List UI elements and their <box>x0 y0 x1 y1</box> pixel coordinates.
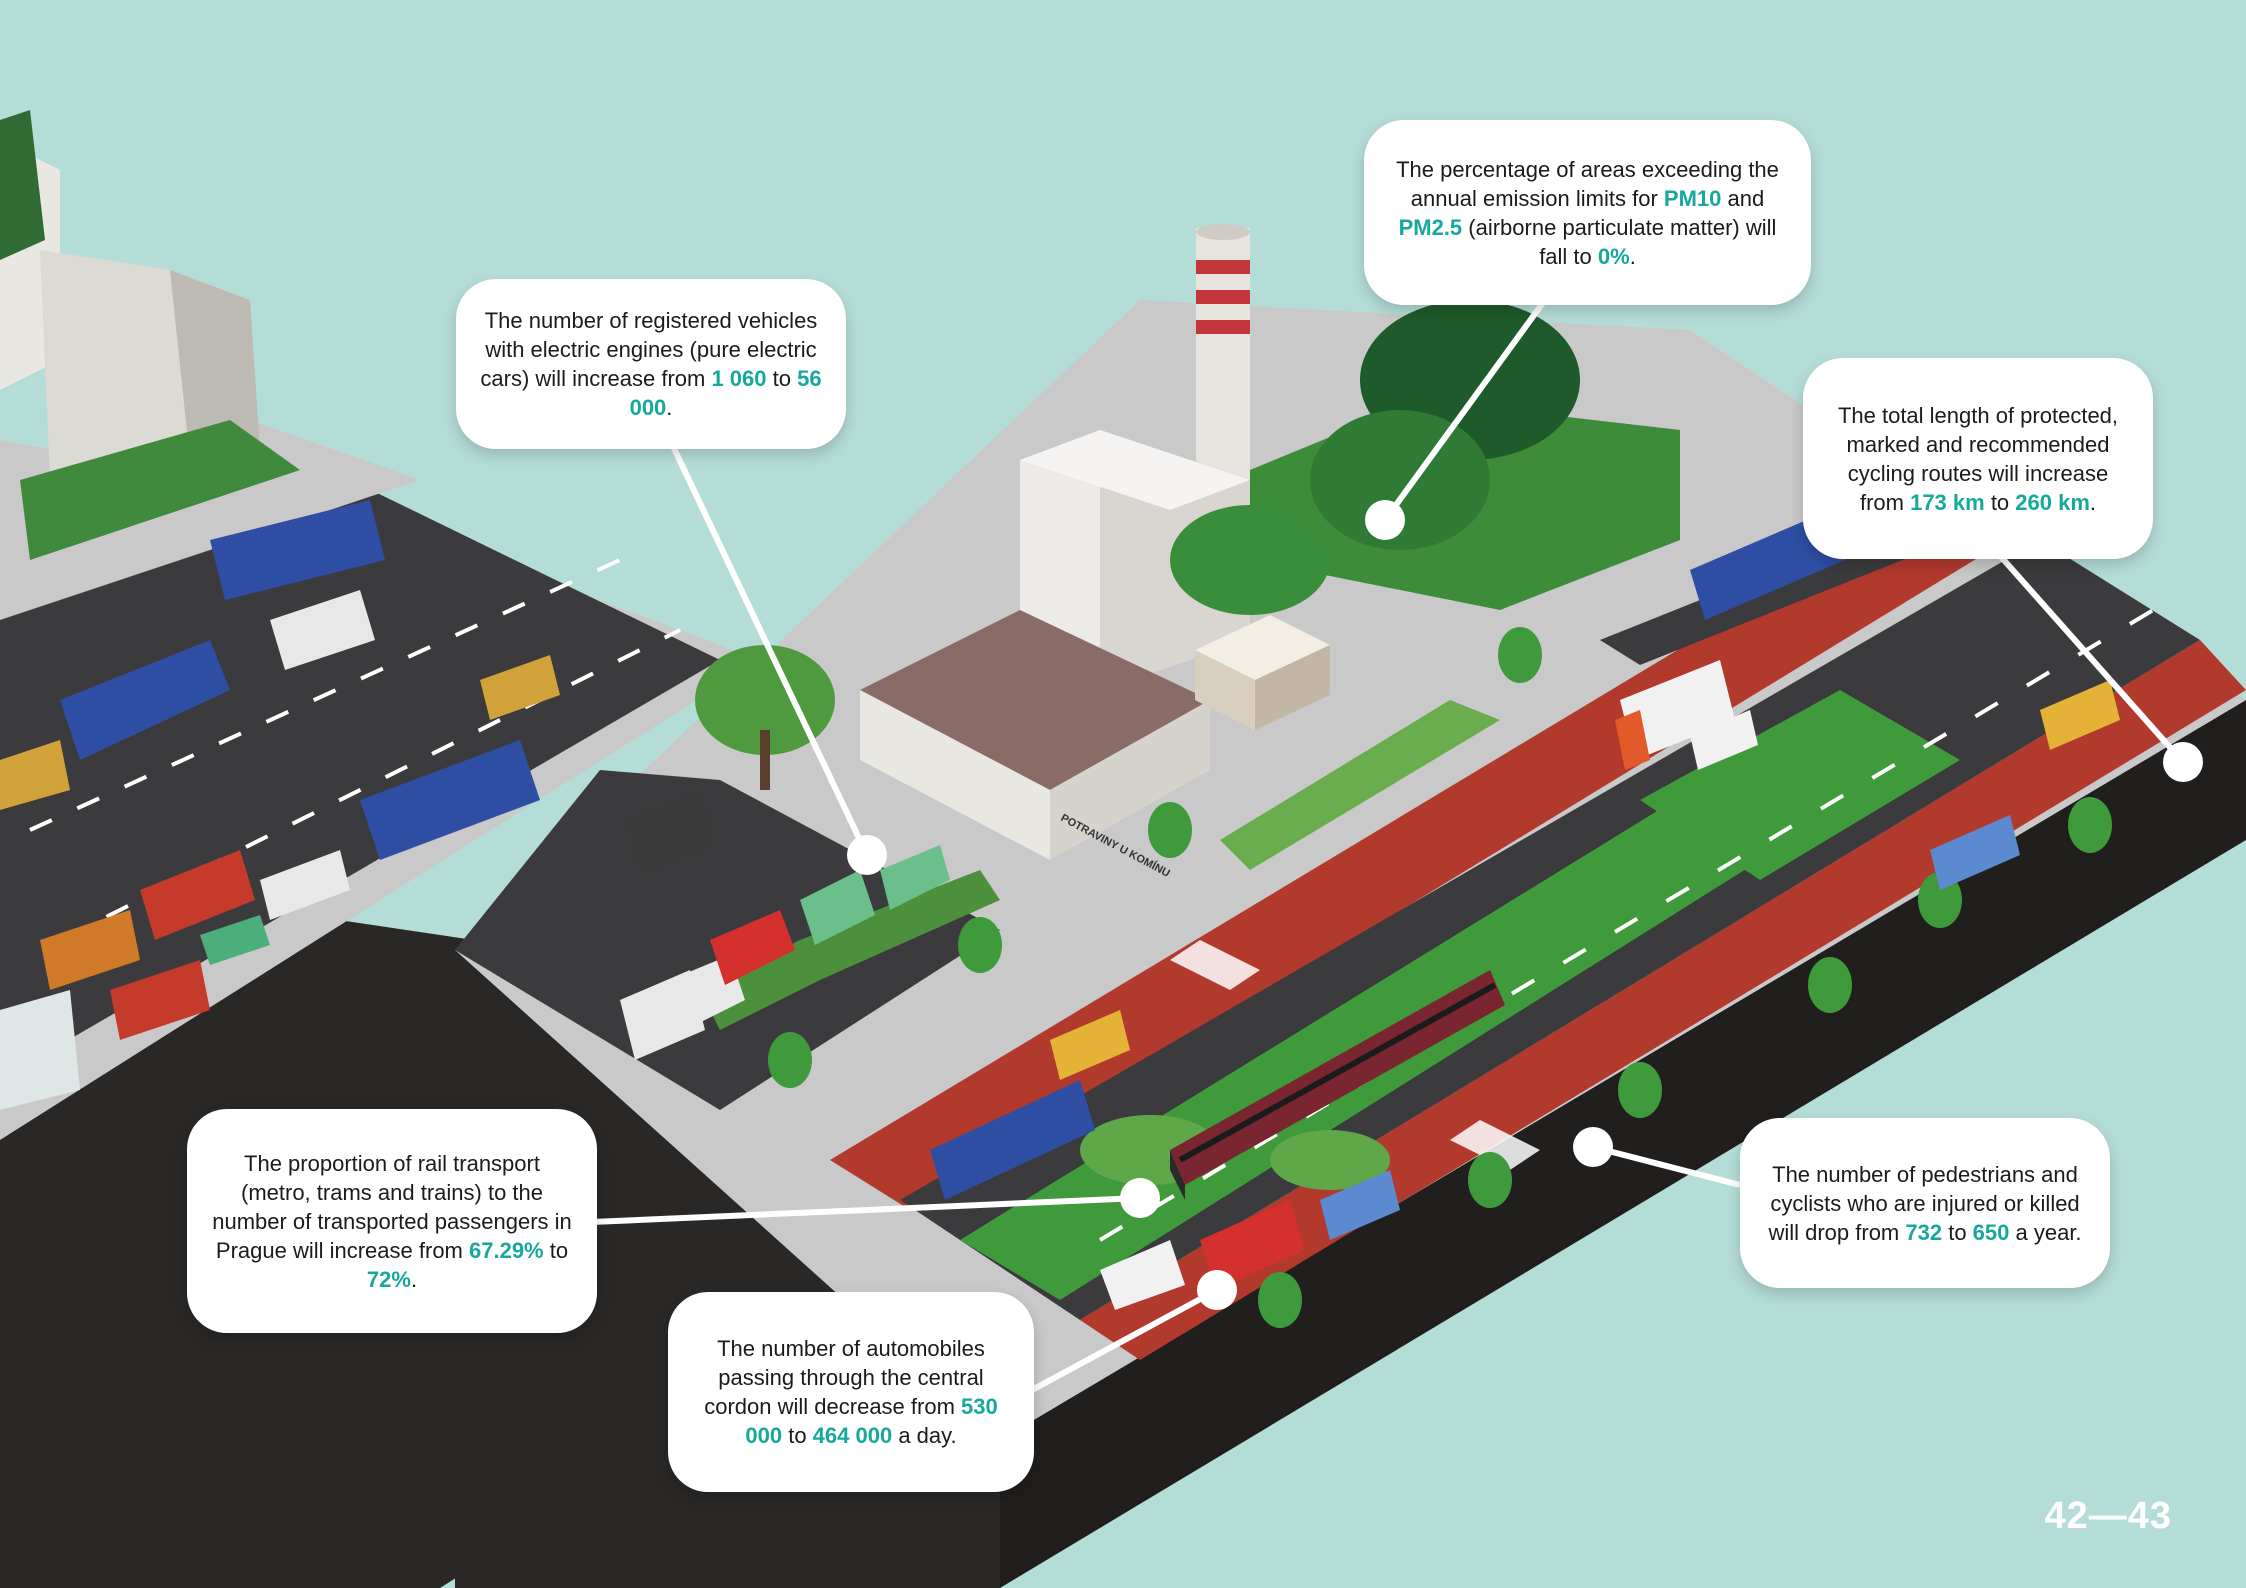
connector-lines <box>591 298 2203 1393</box>
rail-anchor-dot <box>1120 1178 1160 1218</box>
page-number: 42—43 <box>2044 1495 2172 1537</box>
cycling-to-value: 260 km <box>2015 489 2090 515</box>
rail-text: The proportion of rail transport (metro,… <box>212 1150 572 1263</box>
callout-injured-pedestrians: The number of pedestrians and cyclists w… <box>1740 1118 2110 1288</box>
callout-rail-transport: The proportion of rail transport (metro,… <box>187 1109 597 1333</box>
buildings: POTRAVINY U KOMÍNU <box>860 224 1330 880</box>
cars-text: The number of automobiles passing throug… <box>704 1336 985 1419</box>
pm-text-2: (airborne particulate matter) will fall … <box>1462 214 1777 269</box>
callout-automobiles-cordon: The number of automobiles passing throug… <box>668 1292 1034 1492</box>
cycling-anchor-dot <box>2163 742 2203 782</box>
cars-text-end: a day. <box>892 1423 957 1448</box>
cars-text-to: to <box>782 1423 813 1448</box>
cycling-from-value: 173 km <box>1910 489 1985 515</box>
pm25-label: PM2.5 <box>1398 214 1463 240</box>
ev-from-value: 1 060 <box>711 366 767 391</box>
rail-from-value: 67.29% <box>469 1237 544 1263</box>
ev-anchor-dot <box>847 835 887 875</box>
pm-target-value: 0% <box>1597 243 1630 269</box>
ev-text-to: to <box>766 366 798 391</box>
injured-from-value: 732 <box>1905 1219 1943 1245</box>
cycling-text-end: . <box>2089 489 2097 515</box>
ev-text-end: . <box>666 395 673 420</box>
injured-text: The number of pedestrians and cyclists w… <box>1768 1161 2080 1245</box>
pm-text: The percentage of areas exceeding the an… <box>1396 156 1779 211</box>
ev-to-value: 56 000 <box>629 366 822 420</box>
vehicles <box>620 510 2120 1310</box>
callout-cycling-routes: The total length of protected, marked an… <box>1803 358 2153 559</box>
pm-text-and: and <box>1721 185 1765 211</box>
callout-particulate-matter: The percentage of areas exceeding the an… <box>1364 120 1811 305</box>
cars-to-value: 464 000 <box>812 1423 893 1448</box>
pm-anchor-dot <box>1365 500 1405 540</box>
injured-anchor-dot <box>1573 1127 1613 1167</box>
rail-to-value: 72% <box>366 1266 411 1292</box>
ev-text: The number of registered vehicles with e… <box>480 308 818 391</box>
rail-text-to: to <box>543 1237 569 1263</box>
cars-from-value: 530 000 <box>745 1394 998 1448</box>
cars-anchor-dot <box>1197 1270 1237 1310</box>
injured-to-value: 650 <box>1972 1219 2010 1245</box>
greenery <box>695 300 2112 1328</box>
injured-text-to: to <box>1942 1219 1973 1245</box>
pm-text-end: . <box>1629 243 1636 269</box>
injured-text-end: a year. <box>2009 1219 2082 1245</box>
cycling-text-to: to <box>1984 489 2016 515</box>
rail-text-end: . <box>410 1266 418 1292</box>
cycling-text: The total length of protected, marked an… <box>1837 402 2119 515</box>
callout-electric-vehicles: The number of registered vehicles with e… <box>456 279 846 449</box>
pm10-label: PM10 <box>1663 185 1722 211</box>
